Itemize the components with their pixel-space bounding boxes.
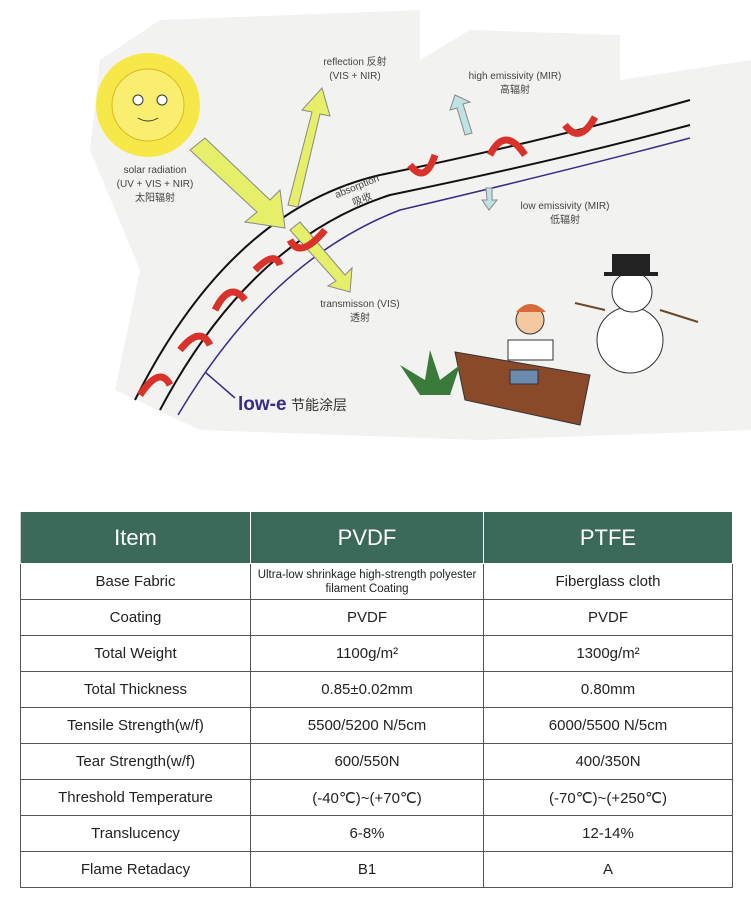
cell-pvdf: B1 — [250, 851, 484, 888]
header-ptfe: PTFE — [483, 511, 733, 564]
cell-pvdf: 0.85±0.02mm — [250, 671, 484, 708]
label-line: reflection 反射 — [323, 57, 387, 68]
heat-arrows — [137, 115, 599, 397]
cell-ptfe: (-70℃)~(+250℃) — [483, 779, 733, 816]
cell-item: Total Weight — [20, 635, 251, 672]
illustration-graphic — [90, 10, 751, 440]
low-emissivity-label: low emissivity (MIR) 低辐射 — [500, 200, 630, 228]
person-at-desk-icon — [454, 304, 591, 426]
transmission-label: transmisson (VIS) 透射 — [300, 298, 420, 326]
label-line: transmisson (VIS) — [320, 299, 400, 310]
cell-pvdf: Ultra-low shrinkage high-strength polyes… — [250, 563, 484, 600]
cell-ptfe: 12-14% — [483, 815, 733, 852]
table-row: Threshold Temperature(-40℃)~(+70℃)(-70℃)… — [20, 779, 733, 816]
cell-item: Base Fabric — [20, 563, 251, 600]
cell-pvdf: 5500/5200 N/5cm — [250, 707, 484, 744]
cell-item: Flame Retadacy — [20, 851, 251, 888]
cell-ptfe: 1300g/m² — [483, 635, 733, 672]
label-line: 高辐射 — [500, 85, 530, 96]
background-shape — [90, 10, 751, 440]
snowman-icon — [574, 254, 699, 374]
cell-ptfe: 400/350N — [483, 743, 733, 780]
cell-item: Tensile Strength(w/f) — [20, 707, 251, 744]
header-item: Item — [20, 511, 251, 564]
cell-pvdf: PVDF — [250, 599, 484, 636]
solar-radiation-label: solar radiation (UV + VIS + NIR) 太阳辐射 — [100, 164, 210, 206]
cell-pvdf: (-40℃)~(+70℃) — [250, 779, 484, 816]
low-e-label: low-e 节能涂层 — [238, 394, 347, 416]
cell-ptfe: A — [483, 851, 733, 888]
high-emissivity-label: high emissivity (MIR) 高辐射 — [450, 70, 580, 98]
cell-item: Total Thickness — [20, 671, 251, 708]
membrane-outer-line — [134, 99, 691, 401]
cell-ptfe: 6000/5500 N/5cm — [483, 707, 733, 744]
label-line: (VIS + NIR) — [329, 71, 381, 82]
label-line: 低辐射 — [550, 215, 580, 226]
low-e-cn-text: 节能涂层 — [291, 397, 348, 413]
cell-item: Tear Strength(w/f) — [20, 743, 251, 780]
cell-item: Coating — [20, 599, 251, 636]
label-line: 太阳辐射 — [135, 193, 175, 204]
reflection-label: reflection 反射 (VIS + NIR) — [300, 56, 410, 84]
sun-icon — [96, 53, 200, 157]
label-line: low emissivity (MIR) — [520, 201, 610, 212]
low-e-illustration: solar radiation (UV + VIS + NIR) 太阳辐射 refl… — [90, 10, 751, 440]
membrane-inner-line — [159, 124, 691, 411]
label-line: high emissivity (MIR) — [468, 71, 562, 82]
cell-ptfe: Fiberglass cloth — [483, 563, 733, 600]
cell-item: Translucency — [20, 815, 251, 852]
cell-pvdf: 1100g/m² — [250, 635, 484, 672]
plant-icon — [400, 350, 460, 395]
header-pvdf: PVDF — [250, 511, 484, 564]
cell-pvdf: 600/550N — [250, 743, 484, 780]
label-line: solar radiation — [123, 165, 187, 176]
low-e-coating-line — [177, 137, 691, 416]
radiation-arrows — [189, 86, 499, 293]
cell-ptfe: PVDF — [483, 599, 733, 636]
cell-item: Threshold Temperature — [20, 779, 251, 816]
cell-pvdf: 6-8% — [250, 815, 484, 852]
table-header-row: Item PVDF PTFE — [20, 511, 733, 564]
label-line: (UV + VIS + NIR) — [116, 179, 194, 190]
low-e-text: low-e — [238, 394, 287, 415]
cell-ptfe: 0.80mm — [483, 671, 733, 708]
label-line: 透射 — [350, 313, 370, 324]
